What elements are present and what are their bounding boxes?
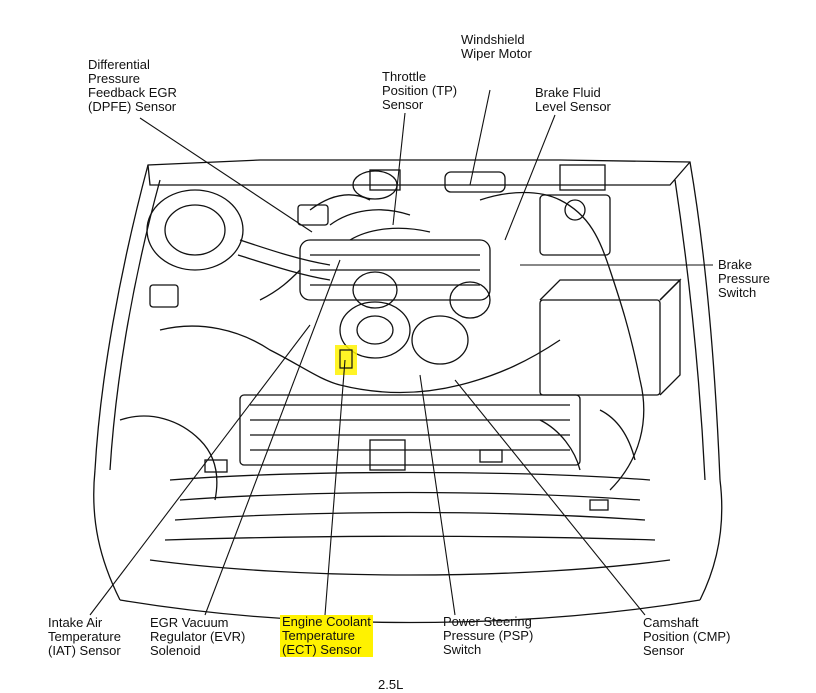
left-fender <box>94 159 721 481</box>
hood-right-edge <box>699 479 723 601</box>
leader-wiper <box>469 89 491 186</box>
label-iat-sensor: Intake Air Temperature (IAT) Sensor <box>48 615 121 658</box>
bumper <box>119 599 701 624</box>
leader-brake-fluid <box>504 114 556 241</box>
grille-line <box>174 511 646 521</box>
radiator-core <box>250 404 570 451</box>
leader-psp <box>419 374 456 616</box>
label-cmp-sensor: Camshaft Position (CMP) Sensor <box>643 615 731 658</box>
wiring-harness <box>539 419 581 471</box>
wiring-harness <box>119 415 218 501</box>
label-brake-pressure-switch: Brake Pressure Switch <box>718 257 771 300</box>
leader-cmp <box>454 379 646 616</box>
battery-top <box>539 279 682 301</box>
label-dpfe-sensor: Differential Pressure Feedback EGR (DPFE… <box>88 57 177 114</box>
ps-pump <box>449 281 491 319</box>
reservoir-cap <box>564 199 586 221</box>
leader-dpfe <box>139 117 313 233</box>
valve-cover-ribs <box>310 254 480 286</box>
connector <box>479 449 503 463</box>
fan-hub <box>352 271 398 309</box>
air-duct <box>237 254 331 281</box>
hose <box>259 269 301 301</box>
hood-latch <box>369 439 406 471</box>
intake-runners <box>309 194 431 241</box>
cowl-bracket <box>369 169 401 191</box>
label-throttle-position-sensor: Throttle Position (TP) Sensor <box>382 69 458 112</box>
label-ect-sensor: Engine Coolant Temperature (ECT) Sensor <box>280 614 373 657</box>
connector <box>589 499 609 511</box>
grille-top <box>169 471 651 481</box>
air-duct <box>239 239 331 266</box>
radiator <box>239 394 581 466</box>
hose <box>599 409 636 461</box>
master-cylinder <box>539 194 611 256</box>
wiring-harness <box>159 325 561 394</box>
label-windshield-wiper-motor: Windshield Wiper Motor <box>461 32 532 61</box>
leader-ect <box>324 359 346 616</box>
wiring-harness <box>479 191 645 491</box>
label-psp-switch: Power Steering Pressure (PSP) Switch <box>443 614 534 657</box>
label-brake-fluid-level-sensor: Brake Fluid Level Sensor <box>535 85 611 114</box>
grille-line <box>179 491 641 501</box>
air-cleaner-inner <box>164 204 226 256</box>
connector <box>204 459 228 473</box>
alternator <box>411 315 469 365</box>
fender-inner-left <box>109 179 161 471</box>
evr-solenoid <box>149 284 179 308</box>
leader-tp <box>392 112 406 226</box>
ect-sensor-part <box>339 349 353 369</box>
crank-pulley-inner <box>356 315 394 345</box>
fender-inner-right <box>674 179 706 481</box>
engine-size-caption: 2.5L <box>378 677 404 692</box>
wiper-motor <box>444 171 506 193</box>
battery-side <box>659 278 681 396</box>
grille-line <box>164 535 656 541</box>
air-cleaner <box>146 189 244 271</box>
leader-iat <box>89 324 311 616</box>
dpfe-sensor <box>297 204 329 226</box>
hood-left-edge <box>93 469 121 601</box>
fuse-box <box>559 164 606 191</box>
label-evr-solenoid: EGR Vacuum Regulator (EVR) Solenoid <box>150 615 246 658</box>
leader-evr <box>204 259 341 616</box>
battery <box>539 299 661 396</box>
cowl <box>147 161 691 186</box>
crank-pulley <box>339 301 411 359</box>
grille-bottom <box>149 559 671 576</box>
